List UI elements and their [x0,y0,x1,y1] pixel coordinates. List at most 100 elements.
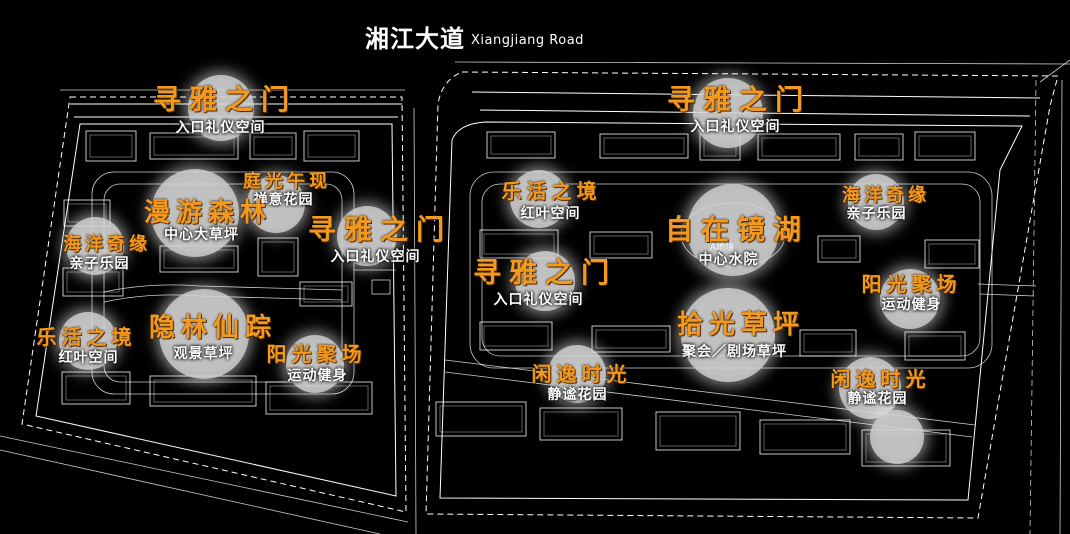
site-boundary-right [425,71,1059,519]
zone-title-party-theater-lawn: 拾光草坪 [676,310,806,340]
zone-subtitle-party-theater-lawn: 聚会／剧场草坪 [682,344,787,360]
building-inner-outline [253,136,293,156]
zone-title-entrance-gate-west-right: 寻雅之门 [472,256,618,289]
building-outline [904,331,966,361]
road-title: 湘江大道 Xiangjiang Road [365,27,584,51]
building-inner-outline [483,325,549,347]
building-outline [799,329,857,357]
zone-subtitle-kids-park-left: 亲子乐园 [69,256,130,272]
building-inner-outline [490,135,552,155]
block-wall-right [439,121,1023,501]
road-line [413,107,417,534]
road-line [0,449,381,534]
building-inner-outline [261,241,295,273]
building-outline [479,229,559,259]
zone-title-central-lawn: 漫游森林 [143,198,273,228]
zone-subtitle-entrance-gate-west-right: 入口礼仪空间 [493,292,584,308]
zone-title-entrance-gate-north-left: 寻雅之门 [152,83,298,116]
zone-highlight-circle [66,217,124,275]
block-label: A地块 [709,243,735,253]
road-name-cn: 湘江大道 [365,25,465,53]
building-inner-outline [153,136,235,156]
road-line [454,61,1070,65]
zone-title-red-leaf-space-right: 乐活之境 [501,179,602,203]
zone-subtitle-entrance-gate-north-left: 入口礼仪空间 [175,120,266,136]
road-line [0,435,409,523]
zone-subtitle-viewing-lawn: 观景草坪 [173,346,234,362]
zone-title-kids-park-right: 海洋奇缘 [842,185,930,206]
road-line [977,283,1037,287]
zone-subtitle-sports-plaza-left: 运动健身 [287,368,348,384]
road-line [1029,79,1037,534]
internal-road-loop [91,171,355,395]
zone-highlight-circle [848,174,904,230]
building-inner-outline [65,375,127,401]
building-outline [257,237,299,277]
building-inner-outline [603,137,685,155]
road-line [979,293,1035,297]
building-outline [759,419,851,455]
zone-highlight-circle [839,357,901,419]
surrounding-roads [0,59,1070,534]
zone-title-red-leaf-space-left: 乐活之境 [36,325,137,349]
building-inner-outline [89,134,133,158]
zone-title-zen-garden: 庭光午现 [243,171,331,192]
zone-subtitle-quiet-garden-left: 静谧花园 [547,387,608,403]
building-inner-outline [303,285,349,303]
zone-title-entrance-gate-north-right: 寻雅之门 [666,83,812,116]
zone-highlights [55,71,944,468]
zone-subtitle-sports-plaza-right: 运动健身 [881,297,942,313]
zone-highlight-circle [515,251,575,311]
zone-highlight-circle [59,312,117,370]
building-inner-outline [763,423,847,451]
building-outline [303,130,360,162]
zone-highlight-circle [681,288,775,382]
zone-subtitle-central-water-court: 中心水院 [698,252,759,268]
building-inner-outline [928,243,976,265]
building-outline [249,132,297,160]
building-inner-outline [153,379,253,403]
zone-subtitle-central-lawn: 中心大草坪 [164,227,239,243]
zone-highlight-circle [510,170,568,228]
road-name-en: Xiangjiang Road [471,33,584,48]
building-inner-outline [595,329,667,349]
building-inner-outline [307,134,356,158]
zone-highlight-circle [870,410,924,464]
zone-highlight-circle [880,269,940,329]
entrance-gate [371,279,391,295]
building-inner-outline [858,137,900,157]
zone-subtitle-entrance-gate-north-right: 入口礼仪空间 [690,119,781,135]
zone-highlight-circle [188,75,254,141]
building-inner-outline [908,335,962,357]
building-outline [914,131,976,161]
building-outline [591,325,671,353]
building-inner-outline [543,411,619,437]
site-boundary-left [21,96,407,513]
building-outline [299,281,353,307]
building-outline [924,239,980,269]
buildings [61,130,980,467]
zone-subtitle-red-leaf-space-right: 红叶空间 [520,206,581,222]
building-inner-outline [439,405,523,433]
zone-title-quiet-garden-right: 闲逸时光 [830,367,931,391]
building-outline [757,133,841,161]
zone-title-quiet-garden-left: 闲逸时光 [531,362,632,386]
zone-title-kids-park-left: 海洋奇缘 [63,234,151,255]
block-wall-left [35,123,397,497]
building-outline [479,321,553,351]
zone-title-entrance-gate-east-left: 寻雅之门 [307,213,453,246]
building-outline [486,131,556,159]
building-outline [655,411,741,451]
zone-highlight-circle [337,206,397,266]
zone-highlight-circle [247,175,305,233]
zone-highlight-circle [286,335,344,393]
zone-title-sports-plaza-left: 阳光聚场 [266,342,367,366]
zone-subtitle-red-leaf-space-left: 红叶空间 [58,350,119,366]
zone-subtitle-quiet-garden-right: 静谧花园 [847,391,908,407]
building-outline [539,407,623,441]
zone-title-central-water-court: 自在镜湖 [664,213,810,246]
building-outline [61,371,131,405]
building-inner-outline [761,137,837,157]
building-inner-outline [483,233,555,255]
